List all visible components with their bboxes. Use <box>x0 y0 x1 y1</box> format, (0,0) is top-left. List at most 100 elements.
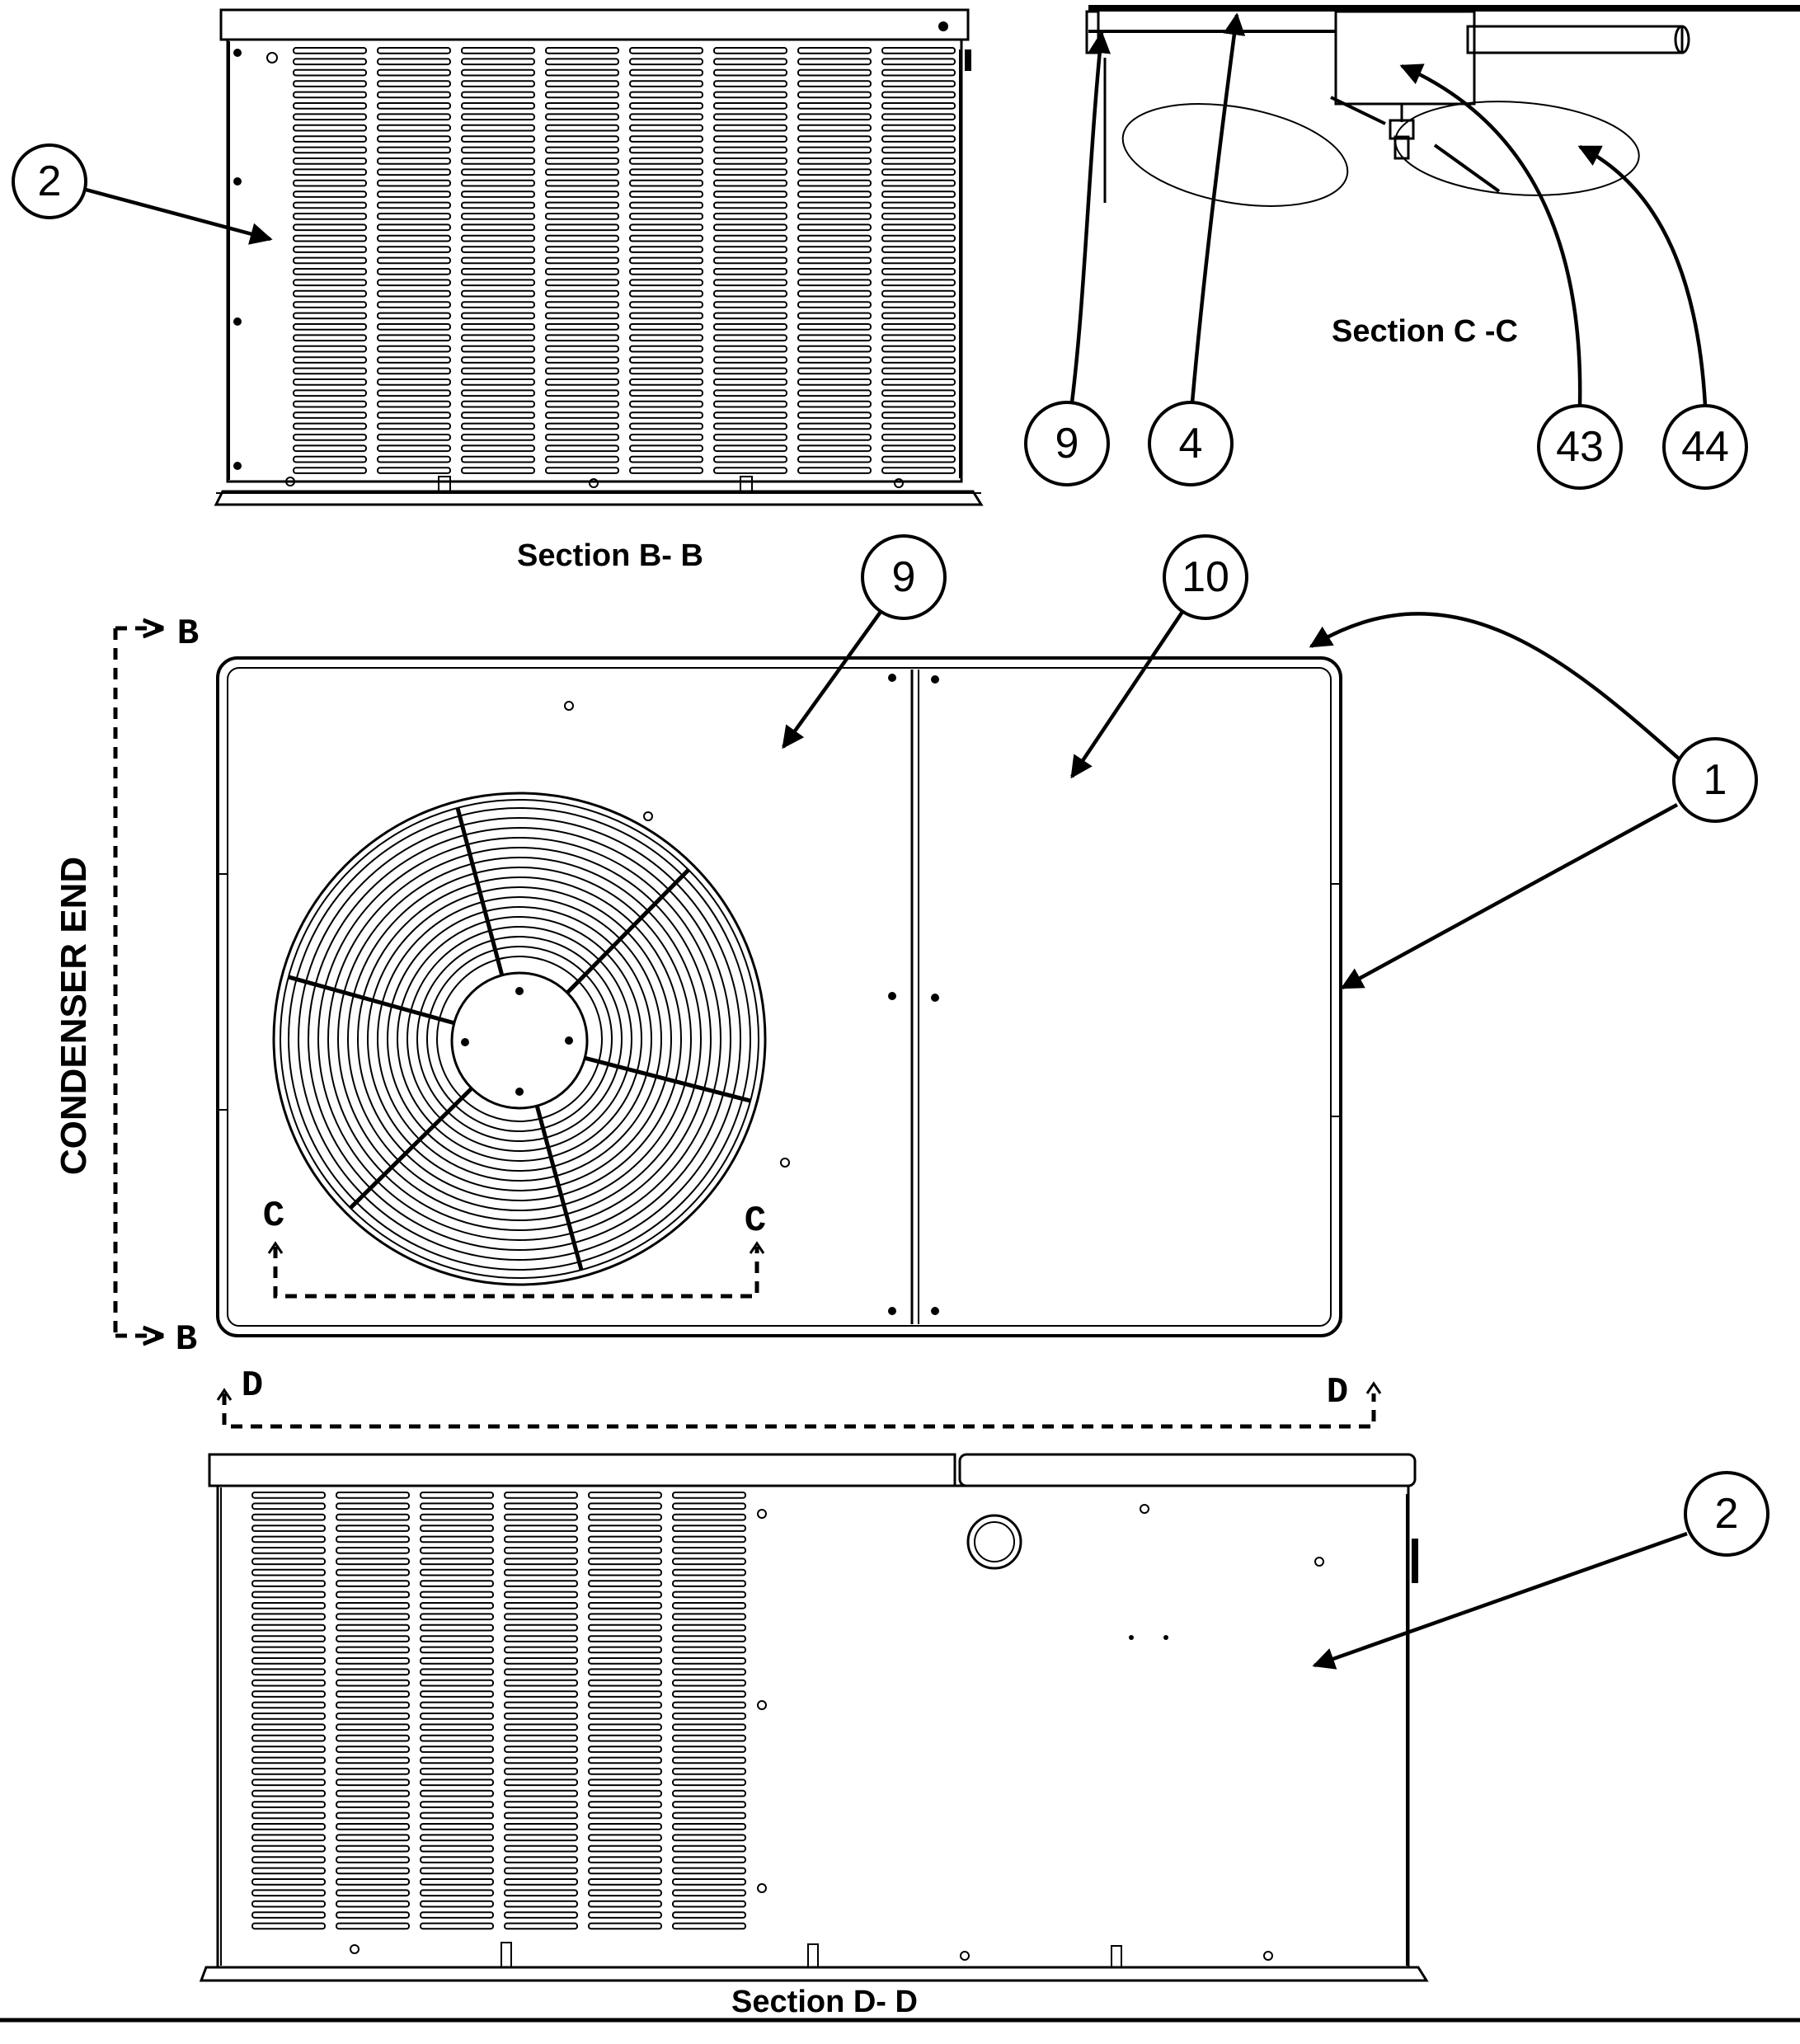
louver-slot <box>545 467 619 474</box>
louver-slot <box>588 1801 662 1808</box>
louver-slot <box>336 1811 410 1820</box>
louver-slot <box>545 213 619 220</box>
louver-slot <box>545 400 619 408</box>
louver-slot <box>377 422 451 430</box>
louver-slot <box>504 1646 578 1654</box>
louver-slot <box>504 1779 578 1787</box>
louver-slot <box>336 1878 410 1886</box>
louver-slot <box>713 168 787 176</box>
louver-slot <box>713 91 787 99</box>
louver-slot <box>629 234 703 242</box>
callout-circle <box>1163 534 1248 620</box>
louver-slot <box>461 467 535 474</box>
louver-slot <box>629 434 703 441</box>
louver-slot <box>672 1580 746 1587</box>
louver-slot <box>881 289 956 298</box>
louver-slot <box>881 190 956 198</box>
louver-slot <box>797 146 872 154</box>
louver-slot <box>251 1811 326 1820</box>
louver-slot <box>504 1635 578 1642</box>
louver-slot <box>336 1535 410 1544</box>
louver-slot <box>420 1635 494 1642</box>
louver-slot <box>881 455 956 463</box>
callout-44-section-c: 44 <box>1681 423 1729 471</box>
louver-slot <box>420 1535 494 1544</box>
louver-slot <box>545 334 619 342</box>
louver-slot <box>420 1878 494 1886</box>
louver-slot <box>461 213 535 220</box>
louver-slot <box>461 168 535 176</box>
louver-slot <box>713 434 787 441</box>
louver-slot <box>251 1889 326 1897</box>
louver-slot <box>336 1602 410 1609</box>
leader-line <box>1070 610 1184 779</box>
louver-slot <box>504 1502 578 1511</box>
louver-slot <box>588 1668 662 1676</box>
louver-slot <box>588 1834 662 1842</box>
louver-slot <box>672 1922 746 1930</box>
louver-slot <box>713 323 787 331</box>
callout-circle <box>1024 401 1110 486</box>
louver-slot <box>293 201 367 209</box>
louver-slot <box>504 1690 578 1698</box>
louver-slot <box>629 80 703 87</box>
louver-slot <box>797 256 872 265</box>
louver-slot <box>293 400 367 408</box>
louver-slot <box>293 102 367 110</box>
louver-slot <box>588 1867 662 1875</box>
louver-slot <box>545 179 619 187</box>
louver-slot <box>588 1635 662 1642</box>
louver-slot <box>672 1779 746 1787</box>
louver-slot <box>545 91 619 99</box>
louver-slot <box>713 467 787 474</box>
louver-slot <box>545 146 619 154</box>
louver-slot <box>461 411 535 419</box>
louver-slot <box>377 434 451 441</box>
louver-slot <box>461 444 535 453</box>
louver-slot <box>881 179 956 187</box>
louver-slot <box>588 1789 662 1797</box>
louver-slot <box>377 80 451 87</box>
louver-slot <box>336 1922 410 1930</box>
louver-slot <box>797 455 872 463</box>
louver-slot <box>797 135 872 143</box>
louver-slot <box>713 190 787 198</box>
louver-slot <box>377 323 451 331</box>
louver-slot <box>797 102 872 110</box>
louver-slot <box>293 124 367 132</box>
louver-slot <box>251 1568 326 1576</box>
louver-slot <box>797 312 872 320</box>
louver-slot <box>251 1911 326 1919</box>
louver-slot <box>420 1513 494 1521</box>
louver-slot <box>251 1580 326 1587</box>
section-b-b-title: Section B- B <box>517 538 703 573</box>
louver-slot <box>293 47 367 54</box>
louver-slot <box>377 444 451 453</box>
louver-slot <box>251 1856 326 1863</box>
louver-slot <box>293 455 367 463</box>
louver-slot <box>629 58 703 66</box>
louver-slot <box>713 124 787 132</box>
louver-slot <box>504 1856 578 1863</box>
louver-slot <box>672 1679 746 1687</box>
louver-slot <box>504 1525 578 1532</box>
louver-slot <box>629 467 703 474</box>
louver-slot <box>377 47 451 54</box>
louver-slot <box>461 80 535 87</box>
louver-slot <box>672 1492 746 1499</box>
louver-slot <box>461 345 535 353</box>
louver-slot <box>420 1889 494 1897</box>
louver-slot <box>672 1811 746 1820</box>
louver-slot <box>713 102 787 110</box>
louver-slot <box>881 234 956 242</box>
louver-slot <box>588 1558 662 1566</box>
louver-slot <box>672 1768 746 1775</box>
louver-slot <box>881 400 956 408</box>
louver-slot <box>545 356 619 364</box>
louver-slot <box>545 422 619 430</box>
louver-slot <box>461 279 535 287</box>
louver-slot <box>461 58 535 66</box>
louver-slot <box>504 1889 578 1897</box>
fan-guard-ring <box>397 916 642 1162</box>
louver-slot <box>881 201 956 209</box>
